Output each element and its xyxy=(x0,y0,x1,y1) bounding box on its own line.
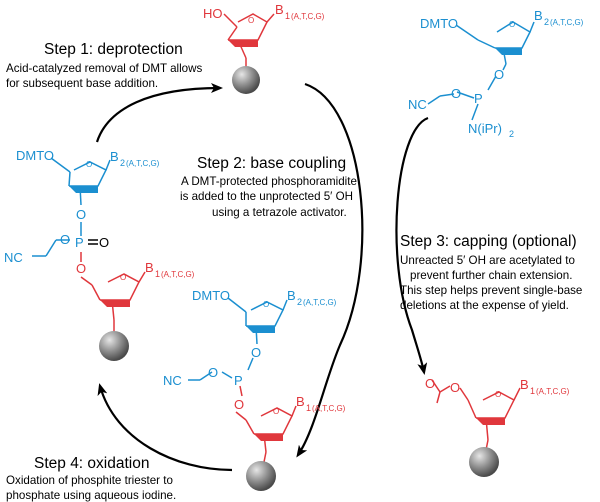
step-3-text: Step 3: capping (optional) Unreacted 5′ … xyxy=(400,233,582,312)
ring-oxygen-label: O xyxy=(248,16,254,25)
ring-oxygen-label: O xyxy=(86,160,92,169)
dmto-label: DMTO xyxy=(16,148,54,163)
step-2-text: Step 2: base coupling A DMT-protected ph… xyxy=(180,155,357,219)
o-cyanoethyl-label: O xyxy=(451,86,461,101)
diisopropylamino-label: N(iPr) xyxy=(468,121,502,136)
solid-support-bead xyxy=(246,461,276,491)
molecule-capped: O O O B 1 (A,T,C,G) xyxy=(425,376,570,477)
o-cyanoethyl-label: O xyxy=(60,232,70,247)
step-1-title: Step 1: deprotection xyxy=(44,41,183,58)
arrow-step2 xyxy=(296,82,364,458)
base-label: B xyxy=(275,2,284,17)
arrow-step3 xyxy=(395,116,429,375)
ester-oxygen-label: O xyxy=(450,380,460,395)
o5-label: O xyxy=(234,397,244,412)
base-options: (A,T,C,G) xyxy=(126,159,160,168)
nc-label: NC xyxy=(4,250,23,265)
step-3-title: Step 3: capping (optional) xyxy=(400,233,577,250)
phosphorus-label: P xyxy=(234,373,243,388)
base-number: 2 xyxy=(297,297,302,307)
nc-label: NC xyxy=(408,97,427,112)
ho-label: HO xyxy=(203,6,223,21)
step-2-line-1: A DMT-protected phosphoramidite xyxy=(181,175,357,188)
base-number: 2 xyxy=(544,17,549,27)
solid-support-bead xyxy=(469,447,499,477)
ring-oxygen-label: O xyxy=(273,407,279,416)
molecule-phosphoramidite: DMTO O B 2 (A,T,C,G) O P O NC N(iPr) 2 xyxy=(408,8,584,139)
step-2-line-3: using a tetrazole activator. xyxy=(212,206,347,219)
base-number: 1 xyxy=(155,269,160,279)
solid-support-bead xyxy=(232,66,260,94)
step-4-line-2: phosphate using aqueous iodine. xyxy=(6,489,176,502)
base-label: B xyxy=(520,377,529,392)
phosphorus-label: P xyxy=(474,91,483,106)
step-1-line-2: for subsequent base addition. xyxy=(6,77,158,90)
phosphorus-label: P xyxy=(75,235,84,250)
base-number: 1 xyxy=(306,403,311,413)
step-4-title: Step 4: oxidation xyxy=(34,455,149,472)
o-cyanoethyl-label: O xyxy=(208,365,218,380)
base-options: (A,T,C,G) xyxy=(550,18,584,27)
base-options: (A,T,C,G) xyxy=(303,298,337,307)
cycle-arrows xyxy=(95,82,429,472)
base-number: 2 xyxy=(120,158,125,168)
base-number: 1 xyxy=(530,386,535,396)
molecule-phosphite-triester: DMTO O B 2 (A,T,C,G) O P O NC O O B 1 (A… xyxy=(163,288,346,491)
molecule-deprotected: HO O B 1 (A,T,C,G) xyxy=(203,2,325,94)
base-label: B xyxy=(534,8,543,23)
ring-oxygen-label: O xyxy=(120,273,126,282)
ring-oxygen-label: O xyxy=(495,390,501,399)
molecule-phosphate-triester: DMTO O B 2 (A,T,C,G) O P O O NC O O B 1 … xyxy=(4,148,195,361)
solid-support-bead xyxy=(99,331,129,361)
ring-oxygen-label: O xyxy=(509,20,515,29)
base-options: (A,T,C,G) xyxy=(161,270,195,279)
o3-label: O xyxy=(251,345,261,360)
base-options: (A,T,C,G) xyxy=(536,387,570,396)
step-1-text: Step 1: deprotection Acid-catalyzed remo… xyxy=(6,41,203,90)
step-1-line-1: Acid-catalyzed removal of DMT allows xyxy=(6,62,203,75)
base-number: 1 xyxy=(285,11,290,21)
step-3-line-2: prevent further chain extension. xyxy=(410,269,572,282)
ring-oxygen-label: O xyxy=(263,300,269,309)
base-label: B xyxy=(145,260,154,275)
carbonyl-oxygen-label: O xyxy=(425,376,435,391)
base-options: (A,T,C,G) xyxy=(312,404,346,413)
nc-label: NC xyxy=(163,373,182,388)
step-2-line-2: is added to the unprotected 5′ OH xyxy=(180,190,353,203)
step-3-line-1: Unreacted 5′ OH are acetylated to xyxy=(400,254,575,267)
step-4-text: Step 4: oxidation Oxidation of phosphite… xyxy=(6,455,176,502)
base-label: B xyxy=(110,149,119,164)
step-2-title: Step 2: base coupling xyxy=(197,155,346,172)
diisopropylamino-subscript: 2 xyxy=(509,129,514,139)
base-label: B xyxy=(287,288,296,303)
o5-label: O xyxy=(76,261,86,276)
arrow-step4 xyxy=(97,383,233,472)
base-options: (A,T,C,G) xyxy=(291,12,325,21)
step-3-line-4: deletions at the expense of yield. xyxy=(400,299,569,312)
step-4-line-1: Oxidation of phosphite triester to xyxy=(6,474,173,487)
dmto-label: DMTO xyxy=(420,16,458,31)
dmto-label: DMTO xyxy=(192,288,230,303)
step-3-line-3: This step helps prevent single-base xyxy=(400,284,582,297)
base-label: B xyxy=(296,394,305,409)
o3-label: O xyxy=(76,207,86,222)
oxo-label: O xyxy=(99,235,109,250)
o3-label: O xyxy=(494,67,504,82)
arrow-step1 xyxy=(95,83,223,143)
